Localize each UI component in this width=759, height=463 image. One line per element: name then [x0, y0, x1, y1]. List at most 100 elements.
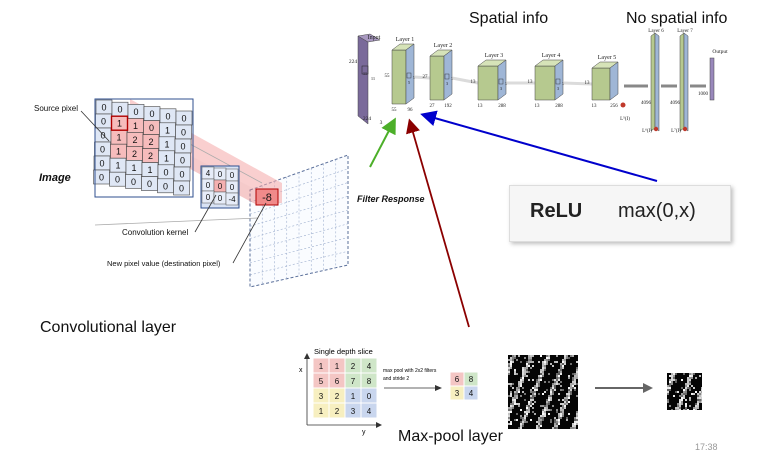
kernel-cell — [225, 192, 239, 206]
image-cell-value: 1 — [164, 153, 169, 163]
image-cell-value: 1 — [116, 133, 121, 143]
kernel-cell-value: 0 — [230, 183, 235, 192]
filter-response-label: Filter Response — [357, 194, 425, 204]
destination-pixel — [255, 188, 279, 206]
l5-label: L⁵(I) — [620, 116, 630, 122]
fc-layer — [679, 32, 685, 132]
layer-name: Layer 4 — [542, 53, 561, 59]
maxpool-cell-value: 2 — [351, 362, 356, 371]
image-cell-value: 1 — [165, 125, 170, 135]
image-cell-value: 0 — [149, 109, 154, 119]
image-cell-value: 0 — [133, 107, 138, 117]
image-cell-value: 0 — [181, 128, 186, 138]
conv-layer-front — [534, 65, 556, 101]
layer-dim-depth: 288 — [498, 104, 506, 109]
image-cell — [173, 180, 190, 196]
layer-name: Layer 2 — [434, 43, 453, 49]
layer-dim-depth: 192 — [444, 104, 452, 109]
image-cell-value: 0 — [165, 111, 170, 121]
image-cell-value: 0 — [179, 170, 184, 180]
image-frame — [94, 98, 194, 198]
input-label: Input — [368, 35, 381, 41]
image-cell-value: 0 — [101, 103, 106, 113]
kernel-cell-value: 4 — [206, 169, 211, 178]
image-cell-value: 1 — [117, 119, 122, 129]
kernel-cell-value: 0 — [218, 170, 223, 179]
image-cell-value: 1 — [147, 165, 152, 175]
maxpool-desc-2: and stride 2 — [383, 376, 409, 382]
relu-formula: max(0,x) — [618, 200, 696, 222]
source-pixel-label: Source pixel — [34, 104, 79, 113]
image-cell-value: 0 — [181, 114, 186, 124]
image-cell-value: 1 — [116, 147, 121, 157]
layer-dim-width: 55 — [392, 108, 398, 113]
layer-dim-height: 13 — [471, 80, 477, 85]
image-cell-value: 1 — [164, 139, 169, 149]
maxpool-cell-value: 3 — [319, 392, 324, 401]
maxpool-cell-value: 1 — [351, 392, 356, 401]
image-cell-value: 0 — [179, 184, 184, 194]
kernel-cell-value: 0 — [230, 171, 235, 180]
input-dim-width: 224 — [363, 116, 372, 122]
image-cell-value: 0 — [131, 177, 136, 187]
conv-layer-front — [429, 55, 445, 101]
layer-name: Layer 3 — [485, 53, 504, 59]
image-cell-value: 0 — [147, 179, 152, 189]
source-pixel-box — [110, 115, 129, 131]
maxpool-cell-value: 3 — [351, 407, 356, 416]
maxpool-result-value: 3 — [455, 389, 460, 398]
output-layer — [709, 57, 715, 101]
conv-layer-front — [391, 49, 407, 105]
relu-name: ReLU — [530, 200, 583, 222]
layer-dim-width: 13 — [592, 104, 598, 109]
image-cell-value: 2 — [148, 151, 153, 161]
feature-map-image — [508, 355, 578, 429]
image-cell-value: 0 — [100, 145, 105, 155]
maxpool-cell-value: 1 — [319, 407, 324, 416]
image-cell-value: 2 — [132, 135, 137, 145]
image-cell-value: 0 — [100, 131, 105, 141]
image-cell-value: 0 — [115, 175, 120, 185]
layer-dim-width: 13 — [535, 104, 541, 109]
image-cell-value: 1 — [133, 121, 138, 131]
convolutional-layer-caption: Convolutional layer — [40, 319, 177, 336]
fc-layer-name: Layer 7 — [677, 29, 693, 34]
layer-kernel-dim: 5 — [408, 80, 410, 85]
maxpool-cell-value: 4 — [367, 407, 372, 416]
layer-dim-height: 27 — [423, 75, 429, 80]
image-cell-value: 0 — [180, 142, 185, 152]
fc-layer-size: 4096 — [641, 101, 652, 106]
maxpool-cell — [360, 402, 378, 419]
kernel-cell-value: 0 — [218, 194, 223, 203]
image-cell-value: 0 — [180, 156, 185, 166]
layer-dim-height: 13 — [585, 81, 591, 86]
image-cell-value: 1 — [131, 163, 136, 173]
layer-dim-width: 13 — [478, 104, 484, 109]
maxpool-cell-value: 2 — [335, 407, 340, 416]
destination-pixel-value: -8 — [262, 192, 272, 204]
no-spatial-info-caption: No spatial info — [626, 10, 728, 27]
layer-name: Layer 5 — [598, 55, 617, 61]
image-cell-value: 2 — [148, 137, 153, 147]
maxpool-desc-1: max pool with 2x2 filters — [383, 368, 437, 374]
maxpool-result-value: 8 — [469, 375, 474, 384]
feature-map-arrow — [595, 383, 653, 393]
fc-layer-name: Layer 6 — [648, 29, 664, 34]
maxpool-cell-value: 1 — [335, 362, 340, 371]
l5-marker — [620, 102, 626, 108]
maxpool-title: Single depth slice — [314, 347, 373, 356]
image-label: Image — [39, 172, 71, 184]
kernel-cell-value: 0 — [206, 181, 211, 190]
maxpool-arrow — [406, 118, 470, 328]
fc-layer-sub: L⁶(I) — [642, 128, 652, 134]
layer-kernel-dim: 3 — [557, 86, 559, 91]
layer-dim-height: 55 — [385, 74, 391, 79]
output-label: Output — [712, 49, 728, 55]
image-cell-value: 0 — [149, 123, 154, 133]
maxpool-result-value: 4 — [469, 389, 474, 398]
slide-time: 17:38 — [695, 442, 718, 452]
maxpool-cell-value: 2 — [335, 392, 340, 401]
